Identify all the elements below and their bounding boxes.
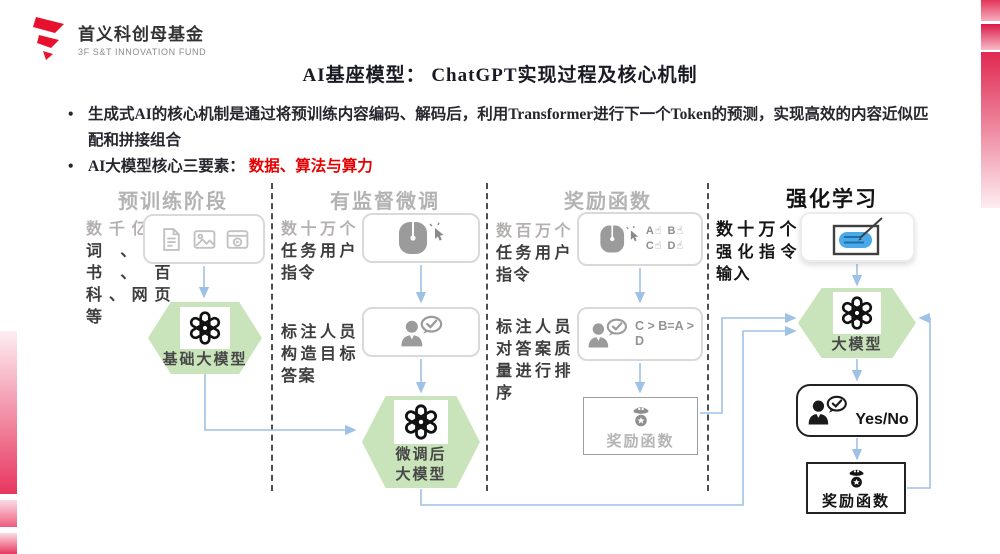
openai-logo-icon [841, 296, 873, 330]
brand-logo: 首义科创母基金 3F S&T INNOVATION FUND [30, 16, 206, 60]
brand-name: 首义科创母基金 [78, 24, 204, 44]
brand-text: 首义科创母基金 3F S&T INNOVATION FUND [78, 20, 206, 57]
finetuned-model-label-line2: 大模型 [395, 466, 447, 483]
sft-labeler-note: 标注人员构造目标答案 [281, 324, 357, 385]
mouse-click-icon [600, 225, 638, 253]
option-c-letter: C [645, 240, 654, 252]
column-header-pretrain: 预训练阶段 [118, 191, 228, 213]
answer-option-b: B☝ [668, 224, 684, 239]
rl-model-label: 大模型 [831, 336, 883, 353]
reward-note-scale: 数百万个 [496, 223, 572, 240]
sft-instructions-note: 数十万个任务用户指令 [281, 219, 357, 285]
badge-icon [849, 469, 863, 488]
column-header-rl: 强化学习 [786, 188, 878, 211]
left-ribbon-segment-2 [0, 500, 17, 527]
reward-function-label: 奖励函数 [606, 432, 675, 450]
base-model-label: 基础大模型 [162, 351, 248, 368]
column-divider-3 [707, 183, 709, 491]
user-instruction-card-reward: A☝ B☝ C☝ D☝ [577, 212, 703, 266]
bullet-core-mechanism: 生成式AI的核心机制是通过将预训练内容编码、解码后，利用Transformer进… [62, 102, 942, 154]
rl-note-text: 强化指令输入 [716, 244, 798, 283]
brand-subtitle: 3F S&T INNOVATION FUND [78, 46, 207, 57]
openai-logo [394, 400, 448, 444]
left-ribbon-segment-1 [0, 331, 17, 494]
labeler-check-icon [401, 315, 443, 347]
brand-logo-icon [33, 17, 64, 60]
openai-logo [180, 307, 230, 349]
column-divider-1 [271, 183, 273, 491]
rl-model-hexagon: 大模型 [798, 288, 916, 358]
finetuned-model-label-line1: 微调后 [395, 446, 447, 463]
rank-order-text: C > B=A > D [635, 319, 694, 348]
reward-instructions-note: 数百万个任务用户指令 [496, 221, 572, 287]
reward-function-box: 奖励函数 [583, 397, 698, 455]
mouse-click-icon [399, 222, 444, 254]
writing-pad-icon [832, 217, 883, 256]
sft-note-scale: 数十万个 [281, 221, 357, 238]
left-ribbon-segment-3 [0, 533, 17, 554]
answer-option-c: C☝ [646, 239, 662, 254]
bullet-three-elements-label: AI大模型核心三要素： [88, 158, 245, 175]
openai-logo-icon [189, 311, 221, 345]
finetuned-model-hexagon: 微调后 大模型 [362, 396, 480, 488]
badge-icon [633, 406, 648, 426]
rl-note-scale: 数十万个 [716, 220, 798, 239]
column-header-sft: 有监督微调 [330, 191, 440, 213]
column-divider-2 [486, 183, 488, 491]
option-d-letter: D [667, 240, 676, 252]
slide-title: AI基座模型： ChatGPT实现过程及核心机制 [302, 65, 698, 86]
column-header-reward: 奖励函数 [564, 191, 652, 213]
pointing-hand-icon: ☝ [654, 240, 662, 252]
reward-note-text: 任务用户指令 [496, 245, 572, 284]
video-icon [226, 229, 248, 249]
evaluator-check-icon [808, 395, 848, 424]
pretrain-note-scale: 数千亿 [86, 221, 155, 238]
sft-note-text: 任务用户指令 [281, 243, 357, 282]
rl-reward-function-label: 奖励函数 [821, 493, 890, 510]
bullet-three-elements: AI大模型核心三要素：数据、算法与算力 [62, 154, 942, 180]
rl-instructions-note: 数十万个强化指令输入 [716, 219, 798, 286]
right-ribbon-segment-2 [981, 24, 1000, 50]
rl-input-card [800, 212, 915, 262]
right-ribbon-segment-3 [981, 52, 1000, 208]
image-icon [193, 229, 215, 249]
option-b-letter: B [667, 225, 676, 237]
pretrain-data-note: 数千亿单词、图书、百科、网页等 [86, 219, 172, 329]
labeler-card-sft [362, 307, 480, 357]
base-model-hexagon: 基础大模型 [148, 302, 262, 374]
option-a-letter: A [645, 225, 654, 237]
reward-labeler-note: 标注人员对答案质量进行排序 [496, 319, 572, 402]
answer-option-a: A☝ [646, 224, 662, 239]
user-instruction-card-sft [362, 213, 480, 263]
pointing-hand-icon: ☝ [676, 225, 684, 237]
bullet-core-mechanism-text: 生成式AI的核心机制是通过将预训练内容编码、解码后，利用Transformer进… [88, 106, 929, 149]
openai-logo-icon [404, 404, 438, 440]
document-icon [162, 227, 180, 251]
yes-no-label: Yes/No [855, 411, 909, 428]
right-ribbon-segment-1 [981, 0, 1000, 21]
bullet-list: 生成式AI的核心机制是通过将预训练内容编码、解码后，利用Transformer进… [62, 102, 942, 180]
pointing-hand-icon: ☝ [676, 240, 684, 252]
pointing-hand-icon: ☝ [654, 225, 662, 237]
openai-logo [833, 292, 881, 334]
training-data-card [143, 214, 265, 264]
answer-options: A☝ B☝ C☝ D☝ [646, 224, 683, 254]
rl-reward-function-box: 奖励函数 [806, 462, 906, 514]
three-elements-highlight: 数据、算法与算力 [248, 158, 373, 175]
answer-option-d: D☝ [668, 239, 684, 254]
labeler-check-icon [588, 318, 628, 348]
labeler-card-reward: C > B=A > D [577, 307, 703, 361]
yes-no-feedback-box: Yes/No [796, 384, 918, 437]
